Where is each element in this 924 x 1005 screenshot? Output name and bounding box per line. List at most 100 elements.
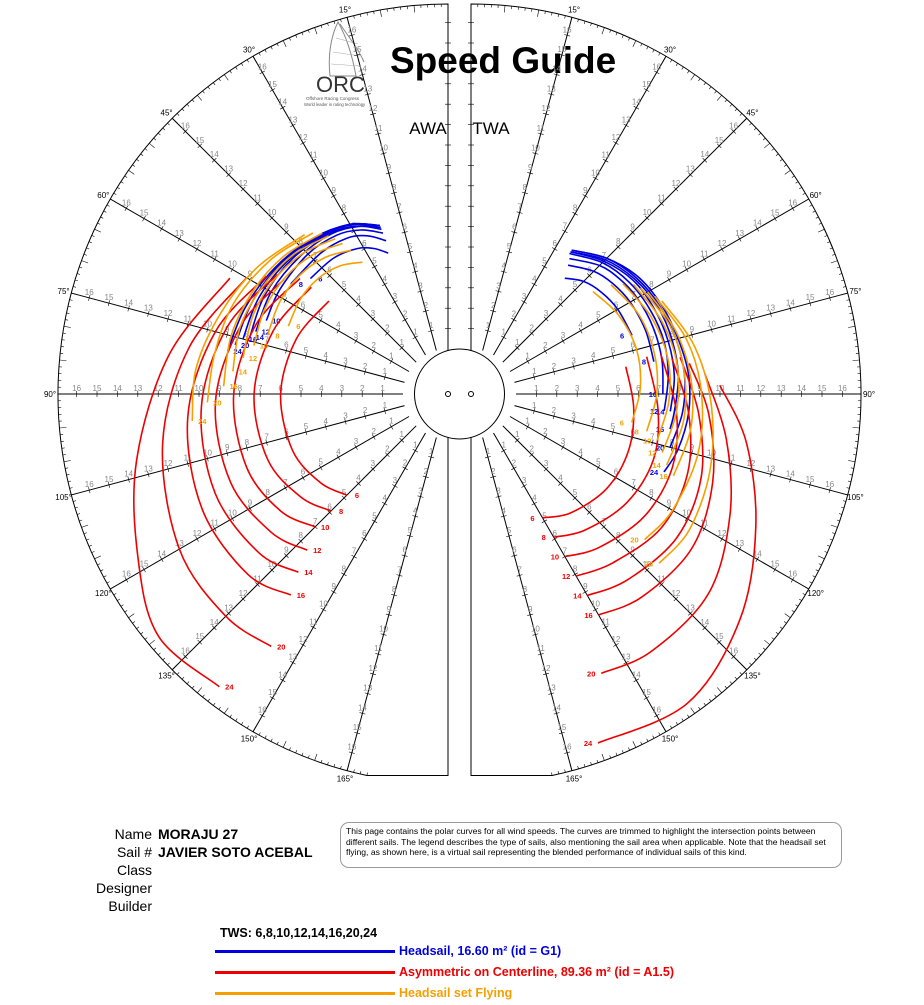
degree-tick [128,170,135,175]
angle-label: 150° [662,735,679,744]
polar-frame-L [57,3,449,776]
angle-label: 120° [95,589,112,598]
tws-label-headsail-flying-awa: 16 [229,382,237,391]
tws-label-asymmetric-twa: 20 [587,669,595,678]
tws-label-headsail-awa: 8 [299,280,303,289]
degree-tick [583,764,586,768]
radial-tick [527,613,534,616]
curve-asymmetric-awa-tws-14 [200,274,299,573]
radial-tick [381,501,388,506]
speed-tick-label: 7 [397,203,402,212]
speed-tick-label: 4 [578,321,583,330]
speed-tick-label: 10 [267,560,276,569]
speed-tick-label: 4 [319,384,324,393]
degree-tick [282,740,287,748]
degree-tick [714,90,717,94]
radial-tick [548,692,555,695]
speed-tick-label: 3 [544,459,549,468]
radial-tick [195,246,199,252]
degree-tick [353,15,355,19]
degree-tick [301,32,304,36]
radial-tick [336,454,341,461]
radial-tick [630,553,635,558]
curve-headsail-twa-tws-8 [567,264,655,362]
degree-tick [224,707,229,714]
degree-tick [74,279,78,282]
degree-tick [176,672,180,675]
tws-label-headsail-twa: 6 [620,331,624,340]
speed-tick-label: 7 [283,290,288,299]
tws-label-headsail-awa: 10 [272,317,280,326]
speed-tick-label: 9 [225,325,230,334]
speed-tick-label: 16 [838,384,847,393]
radial-tick [649,495,654,501]
speed-tick-label: 2 [371,341,376,350]
radial-tick [159,225,164,232]
radial-tick [551,247,558,251]
speed-tick-label: 15 [771,209,780,218]
radial-tick [572,363,575,370]
degree-tick [181,676,185,680]
speed-tick-label: 9 [583,582,588,591]
speed-tick-label: 12 [671,589,680,598]
radial-tick [790,576,795,583]
explanation-note: This page contains the polar curves for … [340,822,842,868]
speed-tick-label: 10 [531,143,540,152]
radial-tick [716,143,722,149]
speed-tick-label: 9 [667,270,672,279]
degree-tick [124,610,128,613]
degree-tick [59,359,67,361]
radial-tick [702,625,708,631]
speed-tick-label: 5 [372,257,377,266]
speed-tick-label: 7 [563,221,568,230]
radial-tick [543,348,548,354]
radial-tick [514,437,520,443]
degree-tick [762,647,766,651]
speed-tick-label: 4 [356,294,361,303]
degree-tick [771,637,775,640]
degree-tick [544,11,546,15]
radial-line [514,405,848,496]
speed-tick-label: 11 [727,314,736,323]
speed-tick-label: 5 [372,511,377,520]
degree-tick [218,706,221,710]
speed-tick-label: 12 [164,459,173,468]
degree-tick [132,164,136,167]
radial-tick [667,505,671,512]
speed-tick-label: 3 [393,292,398,301]
degree-tick [675,63,678,66]
curve-asymmetric-twa-tws-24 [597,384,757,744]
speed-tick-label: 13 [735,229,744,238]
speed-tick-label: 11 [253,194,262,203]
radial-tick [808,481,812,488]
speed-tick-label: 7 [650,335,655,344]
degree-tick [569,763,573,771]
curve-headsail-flying-awa-tws-12 [242,238,336,358]
speed-tick-label: 16 [85,480,94,489]
speed-tick-label: 16 [181,121,190,130]
radial-tick [702,157,708,163]
degree-tick [162,657,166,661]
radial-tick [684,515,689,522]
degree-tick [100,216,104,219]
degree-tick [621,750,624,754]
speed-tick-label: 13 [363,84,372,93]
radial-tick [789,305,792,312]
degree-tick [784,170,791,175]
speed-tick-label: 9 [387,163,392,172]
radial-tick [412,335,419,340]
radial-tick [336,327,341,334]
radial-tick [755,225,760,232]
radial-tick [361,537,368,541]
curve-asymmetric-twa-tws-14 [587,356,704,597]
degree-tick [69,487,73,489]
speed-tick-label: 10 [716,384,725,393]
radial-tick [370,113,376,116]
degree-tick [795,604,799,607]
curve-headsail-flying-awa-tws-16 [222,232,323,387]
degree-tick [86,247,90,250]
degree-tick [771,148,775,151]
radial-tick [633,678,640,683]
curve-headsail-twa-tws-16 [570,251,680,430]
tws-label-headsail-twa: 10 [649,390,657,399]
